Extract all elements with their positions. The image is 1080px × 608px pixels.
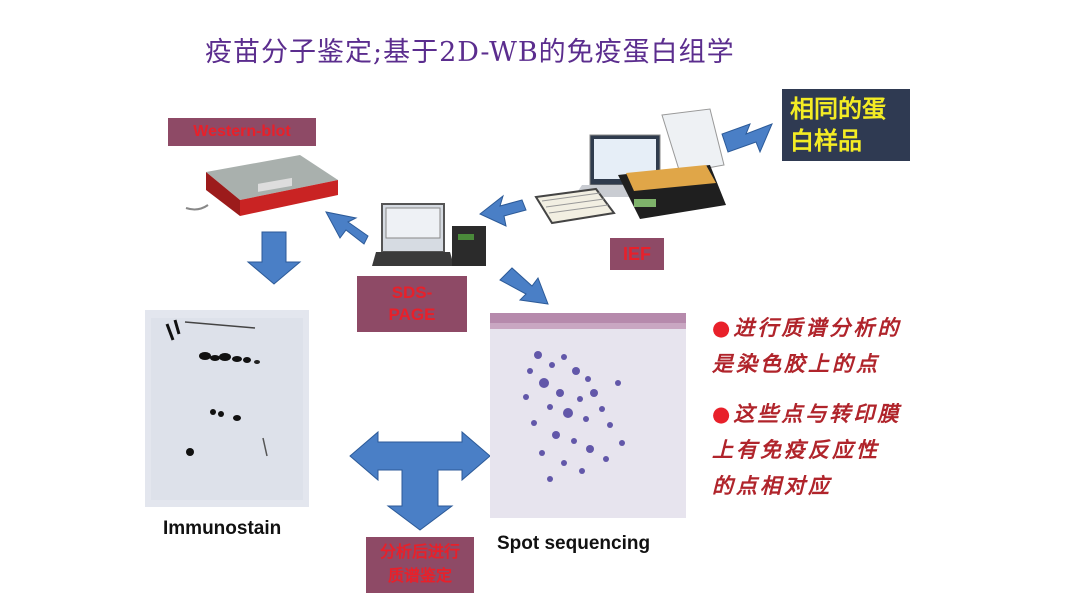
analysis-label-line2: 质谱鉴定 [387,568,452,585]
bullet-2: ●这些点与转印膜 上有免疫反应性 的点相对应 [712,396,962,504]
analysis-label-line1: 分析后进行 [379,544,460,561]
bullet-marker-icon: ● [712,315,734,340]
bullet-1: ●进行质谱分析的 是染色胶上的点 [712,310,962,382]
bullet-2-line1: 这些点与转印膜 [733,401,902,426]
spot-sequencing-image [490,313,686,518]
arrow-sample-to-ief-icon [721,123,773,154]
sds-page-label-line1: SDS- [391,283,433,302]
bullet-marker-icon: ● [712,401,734,426]
bullet-notes: ●进行质谱分析的 是染色胶上的点 ●这些点与转印膜 上有免疫反应性 的点相对应 [712,310,962,518]
sds-page-label: SDS- PAGE [357,276,467,332]
arrow-sds-to-western-icon [325,211,369,245]
arrow-western-down-icon [246,231,302,285]
spot-sequencing-caption: Spot sequencing [497,533,651,554]
double-arrow-compare-icon [349,430,491,531]
ief-label: IEF [610,238,664,270]
western-blot-device-image [185,155,338,216]
sds-page-device-image [372,203,486,266]
western-blot-label: Western-blot [168,118,316,146]
page-title: 疫苗分子鉴定;基于2D-WB的免疫蛋白组学 [205,37,735,68]
analysis-ms-label: 分析后进行 质谱鉴定 [366,537,474,593]
immunostain-image [145,310,309,507]
same-protein-sample-label: 相同的蛋 白样品 [782,89,910,161]
immunostain-caption: Immunostain [163,518,282,539]
sample-label-line2: 白样品 [790,127,862,155]
sds-page-label-line2: PAGE [388,305,436,324]
arrow-ief-to-sds-icon [479,194,527,227]
bullet-2-line3: 的点相对应 [712,473,832,498]
bullet-2-line2: 上有免疫反应性 [712,437,880,462]
bullet-1-line2: 是染色胶上的点 [712,351,880,376]
bullet-1-line1: 进行质谱分析的 [733,315,902,340]
sample-label-line1: 相同的蛋 [790,95,886,123]
ief-device-image [534,108,726,225]
arrow-sds-to-spot-icon [499,267,549,305]
